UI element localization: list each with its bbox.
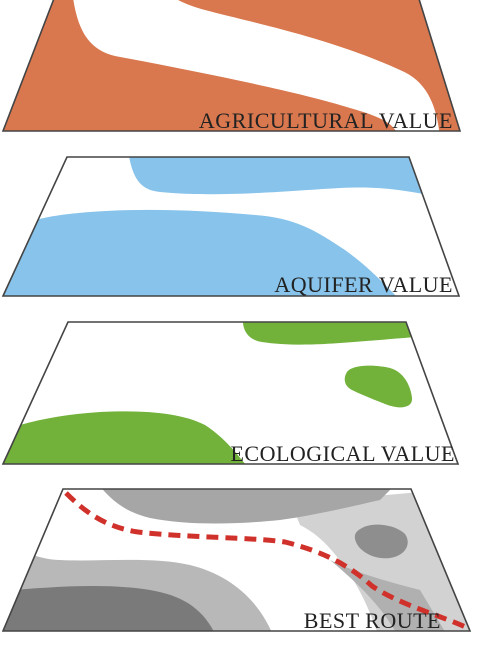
ecological-area-main <box>3 411 250 464</box>
aquifer-value-label: AQUIFER VALUE <box>274 272 453 297</box>
agricultural-value-layer: AGRICULTURAL VALUE <box>1 0 462 133</box>
suitability-zone-mid-right <box>330 560 450 631</box>
agricultural-value-label: AGRICULTURAL VALUE <box>199 108 453 133</box>
ecological-area-top <box>242 322 420 345</box>
best-route-path <box>64 491 470 631</box>
aquifer-area-main <box>3 209 400 296</box>
suitability-zone-mid-top <box>95 489 400 524</box>
aquifer-area-top <box>128 157 430 195</box>
aquifer-layer-outline <box>1 156 461 297</box>
suitability-zone-dark-bottom <box>3 586 218 631</box>
ecological-value-label: ECOLOGICAL VALUE <box>230 441 455 466</box>
ecological-layer-outline <box>1 321 460 465</box>
aquifer-value-layer: AQUIFER VALUE <box>1 156 461 297</box>
best-route-layer: BEST ROUTE <box>1 488 472 633</box>
ecological-area-island <box>344 365 413 408</box>
agricultural-value-area <box>3 0 460 131</box>
best-route-label: BEST ROUTE <box>304 608 441 633</box>
ecological-value-layer: ECOLOGICAL VALUE <box>1 321 460 466</box>
best-route-layer-outline <box>1 488 472 632</box>
suitability-zone-dark-island <box>354 524 408 559</box>
agricultural-layer-outline <box>1 0 462 132</box>
